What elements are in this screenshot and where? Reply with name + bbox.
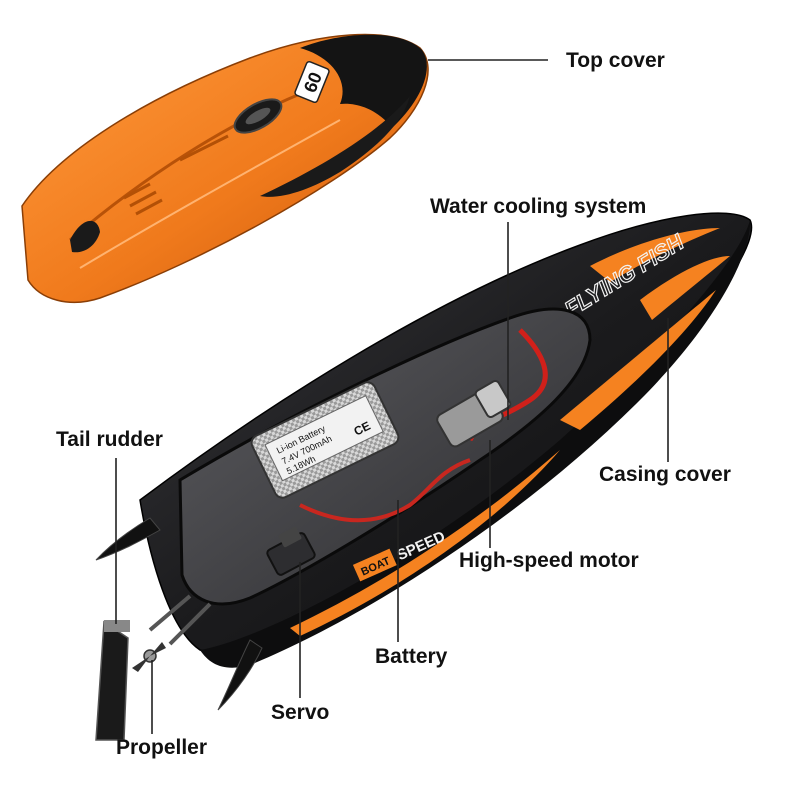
top-cover-part: 60 (21, 33, 429, 304)
label-high-speed-motor: High-speed motor (459, 549, 639, 572)
label-battery: Battery (375, 645, 448, 668)
tail-rudder-blade (95, 620, 129, 741)
leader-lines (115, 59, 669, 734)
label-propeller: Propeller (116, 736, 208, 759)
top-cover-fin (70, 220, 100, 253)
top-cover-vents (123, 134, 229, 216)
battery-pack: Li-ion Battery 7.4V 700mAh 5.18Wh CE (250, 381, 400, 499)
top-cover-body (21, 33, 429, 304)
top-cover-nose-black (300, 34, 427, 129)
stern-fin-left (95, 517, 161, 561)
label-water-cooling: Water cooling system (430, 195, 647, 218)
hull-cockpit (178, 307, 592, 606)
servo-unit (266, 526, 316, 576)
battery-ce-mark: CE (352, 419, 373, 439)
hull-accent-stripe-3 (560, 290, 716, 430)
top-cover-hatch-inner (245, 107, 271, 125)
wire-red (299, 458, 471, 523)
boat-hull-part: FLYING FISH Li-ion Battery 7.4V 700mAh 5… (95, 212, 753, 741)
propeller-part (132, 642, 166, 672)
stern-fin-right (217, 639, 263, 711)
label-servo: Servo (271, 701, 330, 724)
top-cover-ridge-2 (79, 119, 341, 269)
label-casing-cover: Casing cover (599, 463, 731, 486)
hull-accent-stripe-2 (640, 256, 730, 320)
tail-rudder-mount (104, 620, 130, 632)
hull-accent-stripe-1 (590, 228, 720, 282)
label-top-cover: Top cover (566, 49, 665, 72)
top-cover-ridge (69, 84, 321, 242)
hull-accent-stripe-4 (290, 450, 560, 636)
stern-bracket (148, 594, 212, 646)
motor-block (436, 379, 512, 448)
cover-number-plate: 60 (294, 60, 330, 104)
label-tail-rudder: Tail rudder (56, 428, 163, 451)
